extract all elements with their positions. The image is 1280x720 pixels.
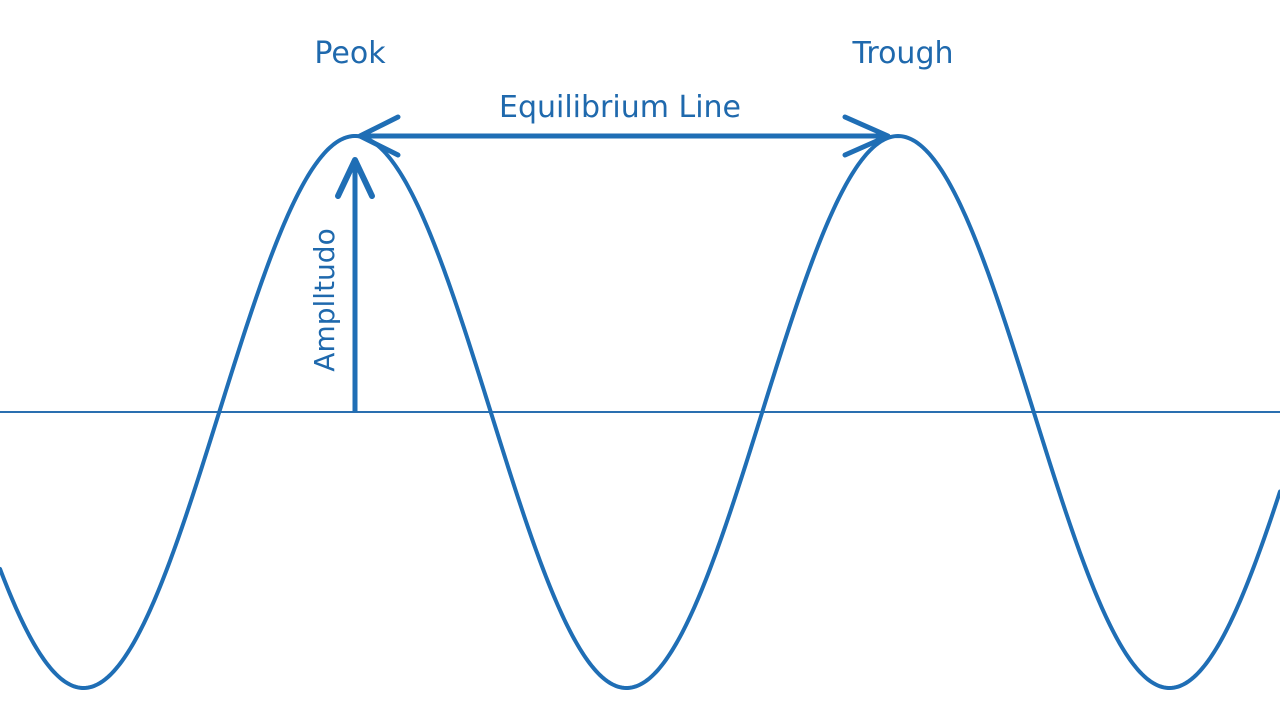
equilibrium-line-label: Equilibrium Line (499, 90, 741, 125)
peak-label: Peok (314, 36, 386, 71)
sine-wave-curve (0, 133, 1280, 691)
amplitude-arrow (335, 157, 375, 412)
wavelength-double-arrow (357, 114, 891, 158)
amplitude-label: Amplltudo (308, 228, 341, 371)
trough-label: Trough (851, 36, 953, 71)
